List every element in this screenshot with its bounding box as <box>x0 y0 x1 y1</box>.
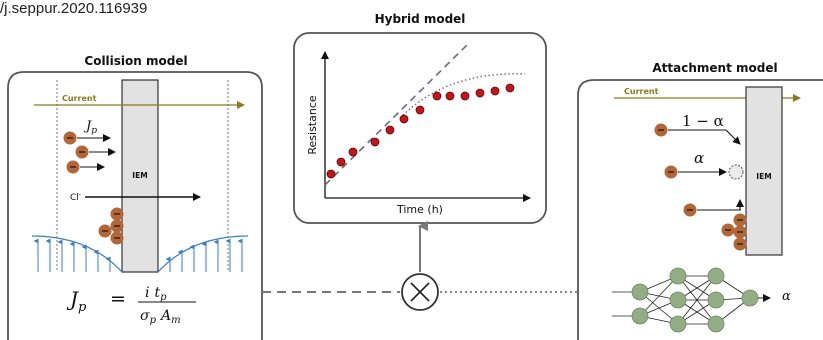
multiply-circle-icon <box>401 273 439 311</box>
data-point <box>336 157 346 167</box>
nn-node <box>669 291 687 309</box>
particle <box>62 130 78 146</box>
data-point <box>475 88 485 98</box>
x-axis-label: Time (h) <box>396 203 443 216</box>
hybrid-panel-border <box>293 32 547 224</box>
attachment-model-panel: Attachment model Current IEM 1 − α α <box>577 61 823 340</box>
particle <box>97 223 113 239</box>
alpha-label: α <box>694 149 704 167</box>
collision-panel-border <box>7 71 263 340</box>
collision-model-panel: Collision model IEM Current Jp Cl- <box>7 54 263 340</box>
svg-text:Jp: Jp <box>66 287 87 315</box>
svg-text:itp: itp <box>145 285 167 303</box>
iem-label: IEM <box>756 172 771 181</box>
current-label: Current <box>62 94 97 103</box>
linear-trend-line <box>324 41 471 186</box>
hybrid-model-panel: Hybrid model Resistance Time (h) <box>293 12 547 224</box>
nn-node <box>707 291 725 309</box>
particle <box>65 159 81 175</box>
nn-node <box>669 267 687 285</box>
particle <box>732 212 748 228</box>
particle <box>74 144 90 160</box>
attachment-model-title: Attachment model <box>652 61 777 75</box>
data-point <box>399 114 409 124</box>
nn-node <box>669 315 687 333</box>
data-point <box>432 91 442 101</box>
data-point <box>505 83 515 93</box>
nn-output-label: α <box>782 289 791 304</box>
data-point <box>385 125 395 135</box>
svg-text:=: = <box>110 288 126 310</box>
nn-node <box>631 307 649 325</box>
attachment-panel-border <box>577 79 823 340</box>
particle <box>732 224 748 240</box>
data-point <box>490 86 500 96</box>
y-axis-label: Resistance <box>306 95 319 155</box>
particle <box>663 164 679 180</box>
nn-nodes <box>631 267 759 333</box>
one-minus-alpha-label: 1 − α <box>682 112 724 130</box>
doi-text: /j.seppur.2020.116939 <box>0 0 147 17</box>
iem-membrane <box>121 79 159 273</box>
jp-label: Jp <box>83 119 97 136</box>
particle <box>653 122 669 138</box>
data-point <box>326 169 336 179</box>
nn-node <box>707 267 725 285</box>
collision-model-title: Collision model <box>84 54 187 68</box>
current-label: Current <box>624 87 659 96</box>
data-point <box>460 91 470 101</box>
field-lines <box>33 238 243 272</box>
bounce-arrow <box>668 129 741 145</box>
data-point <box>445 91 455 101</box>
nn-node <box>741 289 759 307</box>
particle <box>732 236 748 252</box>
hybrid-model-title: Hybrid model <box>375 12 466 26</box>
nn-node <box>707 315 725 333</box>
attachment-site <box>728 164 744 180</box>
data-point <box>370 137 380 147</box>
iem-membrane <box>745 86 783 256</box>
particle <box>109 230 125 246</box>
particle <box>109 218 125 234</box>
iem-label: IEM <box>132 171 147 180</box>
data-point <box>348 147 358 157</box>
nn-node <box>631 283 649 301</box>
data-points <box>326 83 515 179</box>
particle <box>720 222 736 238</box>
particle <box>682 202 698 218</box>
particle <box>109 206 125 222</box>
up-path <box>697 202 741 211</box>
chloride-label: Cl- <box>70 191 81 203</box>
data-point <box>415 105 425 115</box>
